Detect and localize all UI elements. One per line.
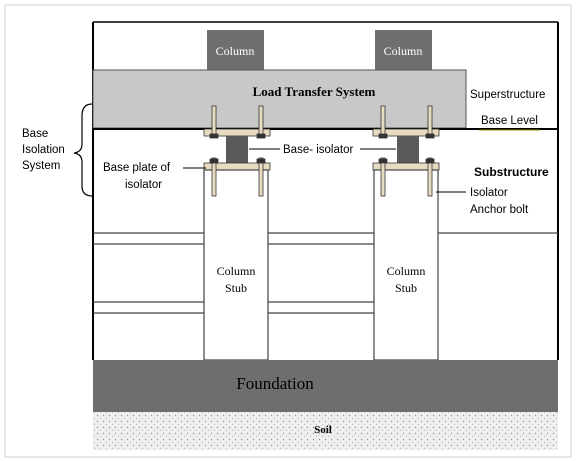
column-right-label: Column <box>384 44 423 58</box>
isolator-left <box>226 136 248 163</box>
superstructure-label: Superstructure <box>470 89 545 101</box>
column-stub-right-label-1: Column <box>387 264 426 278</box>
base-isolator-label: Base- isolator <box>283 144 353 156</box>
upper-bolts-left <box>209 105 266 139</box>
foundation-label: Foundation <box>236 374 314 393</box>
upper-bolts-right <box>378 105 435 139</box>
isolator-right <box>397 136 419 163</box>
column-stub-right-label-2: Stub <box>395 281 417 295</box>
isolation-system-label-2: Isolation <box>22 144 65 156</box>
column-stub-left <box>203 169 269 361</box>
column-stub-left-label-1: Column <box>217 264 256 278</box>
load-transfer-slab <box>92 69 467 129</box>
lower-bolts-right <box>378 157 435 197</box>
anchor-bolt-label-2: Anchor bolt <box>470 204 529 216</box>
column-stub-right <box>373 169 439 361</box>
substructure-label: Substructure <box>474 165 549 179</box>
base-level-label: Base Level <box>481 115 538 127</box>
foundation-block <box>93 360 558 412</box>
lower-bolts-left <box>209 157 266 197</box>
isolation-system-label-3: System <box>22 160 60 172</box>
column-stub-left-label-2: Stub <box>225 281 247 295</box>
isolation-system-label-1: Base <box>22 128 48 140</box>
column-right <box>375 30 432 70</box>
isolation-system-brace <box>73 103 93 197</box>
substructure-beams <box>93 232 558 314</box>
soil-layer <box>93 412 558 450</box>
soil-label: Soil <box>314 424 332 436</box>
base-plate-label-2: isolator <box>125 179 162 191</box>
load-transfer-label: Load Transfer System <box>253 84 376 99</box>
column-left-label: Column <box>216 44 255 58</box>
column-left <box>207 30 264 70</box>
anchor-bolt-label-1: Isolator <box>470 187 508 199</box>
base-plate-label-1: Base plate of <box>103 162 171 174</box>
